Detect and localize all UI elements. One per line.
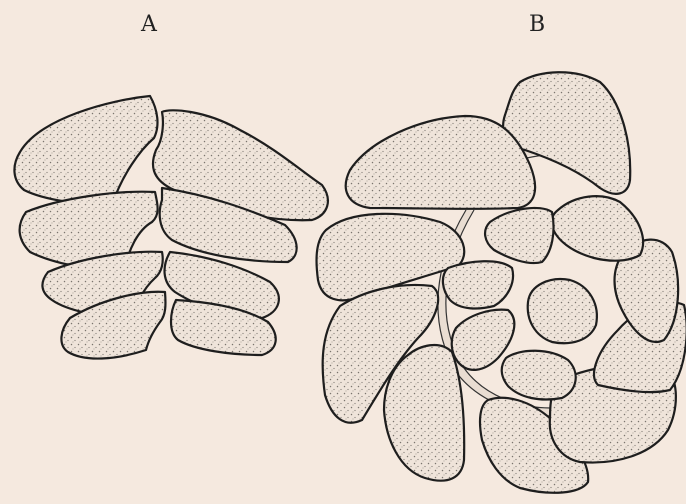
figure-b-diagram <box>317 72 686 493</box>
segment-a-left-1 <box>14 96 157 205</box>
segment-b-upper-right <box>552 196 643 261</box>
segment-b-inner-bottom <box>502 351 576 400</box>
segment-b-inner-top <box>485 208 553 263</box>
segment-b-inner-left <box>443 261 513 308</box>
figure-a-diagram <box>14 96 327 359</box>
segment-b-top <box>346 116 535 209</box>
segment-b-center-round <box>528 279 597 343</box>
